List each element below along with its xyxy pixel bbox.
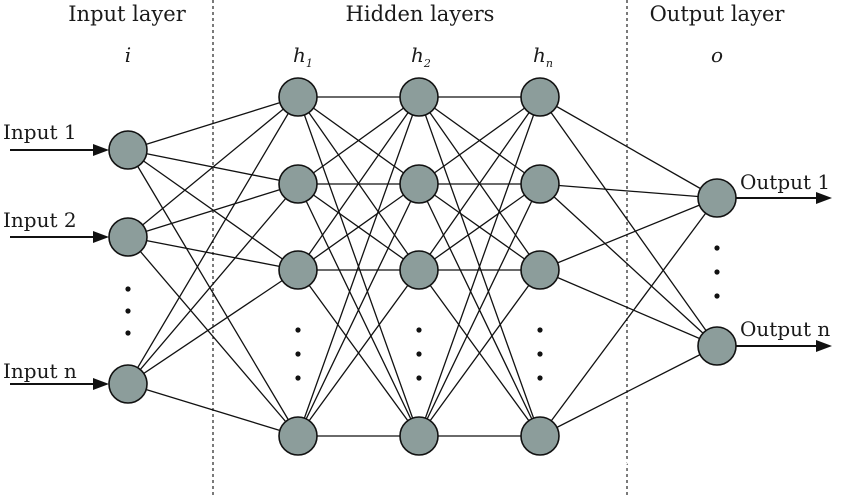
connection-line [539,197,718,437]
connection-line [539,183,718,199]
ellipsis-dot [714,293,720,299]
hidden-2-neuron-1 [399,77,439,117]
connection-line [418,269,541,437]
output-arrow-1-arrowhead [816,192,832,204]
ellipsis-dot [125,286,131,292]
input-arrow-1-arrowhead [93,144,109,156]
input-label-n: Input n [3,359,77,383]
connection-line [539,269,718,347]
ellipsis-dot [416,375,422,381]
output-neuron-2 [697,326,737,366]
connection-line [127,269,299,385]
ellipsis-dot [537,375,543,381]
hidden-2-neuron-2 [399,164,439,204]
connection-line [297,96,420,437]
hidden-layer-2-sub: 2 [423,57,431,70]
output-label-1: Output 1 [740,170,830,194]
hidden-layer-1-base: h [293,43,306,67]
output-arrow-n-arrowhead [816,340,832,352]
hidden-1-neuron-3 [278,250,318,290]
hidden-2-neuron-3 [399,250,439,290]
connection-line [127,96,299,385]
output-layer-title: Output layer [650,2,786,26]
hidden-layer-1-symbol: h1 [293,43,313,70]
connection-line [127,383,299,437]
hidden-n-neuron-2 [520,164,560,204]
ellipsis-dot [416,327,422,333]
connection-line [539,96,718,199]
connection-line [127,96,299,151]
connection-line [297,269,420,437]
hidden-1-neuron-4 [278,416,318,456]
hidden-n-neuron-1 [520,77,560,117]
hidden-n-neuron-4 [520,416,560,456]
input-arrow-2-arrowhead [93,231,109,243]
hidden-layer-n-base: h [533,43,546,67]
connection-line [418,183,541,271]
input-layer-title: Input layer [68,2,186,26]
connection-line [418,96,541,437]
connection-line [539,183,718,347]
connection-line [127,183,299,238]
input-neuron-2 [108,217,148,257]
ellipsis-dot [295,327,301,333]
ellipsis-dot [295,351,301,357]
ellipsis-dot [295,375,301,381]
ellipsis-dot [537,327,543,333]
connection-line [297,96,420,271]
connection-line [127,236,299,437]
connection-line [127,183,299,385]
hidden-n-neuron-3 [520,250,560,290]
input-neuron-3 [108,364,148,404]
ellipsis-dot [125,330,131,336]
ellipsis-dots [125,245,720,381]
hidden-layer-1-sub: 1 [306,57,313,70]
hidden-1-neuron-1 [278,77,318,117]
connection-line [418,96,541,271]
io-arrows [10,144,832,390]
ellipsis-dot [537,351,543,357]
ellipsis-dot [416,351,422,357]
connection-line [418,183,541,437]
connections [127,96,718,437]
hidden-layer-n-symbol: hn [533,43,553,70]
connection-line [539,345,718,437]
connection-line [539,96,718,347]
connection-line [297,183,420,271]
output-label-n: Output n [740,317,830,341]
connection-line [127,96,299,238]
input-neuron-1 [108,130,148,170]
hidden-layers-title: Hidden layers [346,2,495,26]
output-neuron-1 [697,178,737,218]
hidden-layer-n-sub: n [546,57,553,70]
hidden-1-neuron-2 [278,164,318,204]
connection-line [127,236,299,271]
connection-line [127,149,299,437]
connection-line [297,96,420,185]
connection-line [418,96,541,185]
watermark-text: 掘金技术社区 @ 一点一木 [545,456,766,478]
input-layer-symbol: i [125,43,131,67]
output-layer-symbol: o [711,43,723,67]
input-label-2: Input 2 [3,208,77,232]
connection-line [539,197,718,271]
connection-line [297,183,420,437]
ellipsis-dot [714,245,720,251]
hidden-layer-2-symbol: h2 [411,43,431,70]
neurons [108,77,737,456]
hidden-2-neuron-4 [399,416,439,456]
input-arrow-n-arrowhead [93,378,109,390]
ellipsis-dot [714,269,720,275]
hidden-layer-2-base: h [411,43,424,67]
input-label-1: Input 1 [3,120,77,144]
ellipsis-dot [125,308,131,314]
